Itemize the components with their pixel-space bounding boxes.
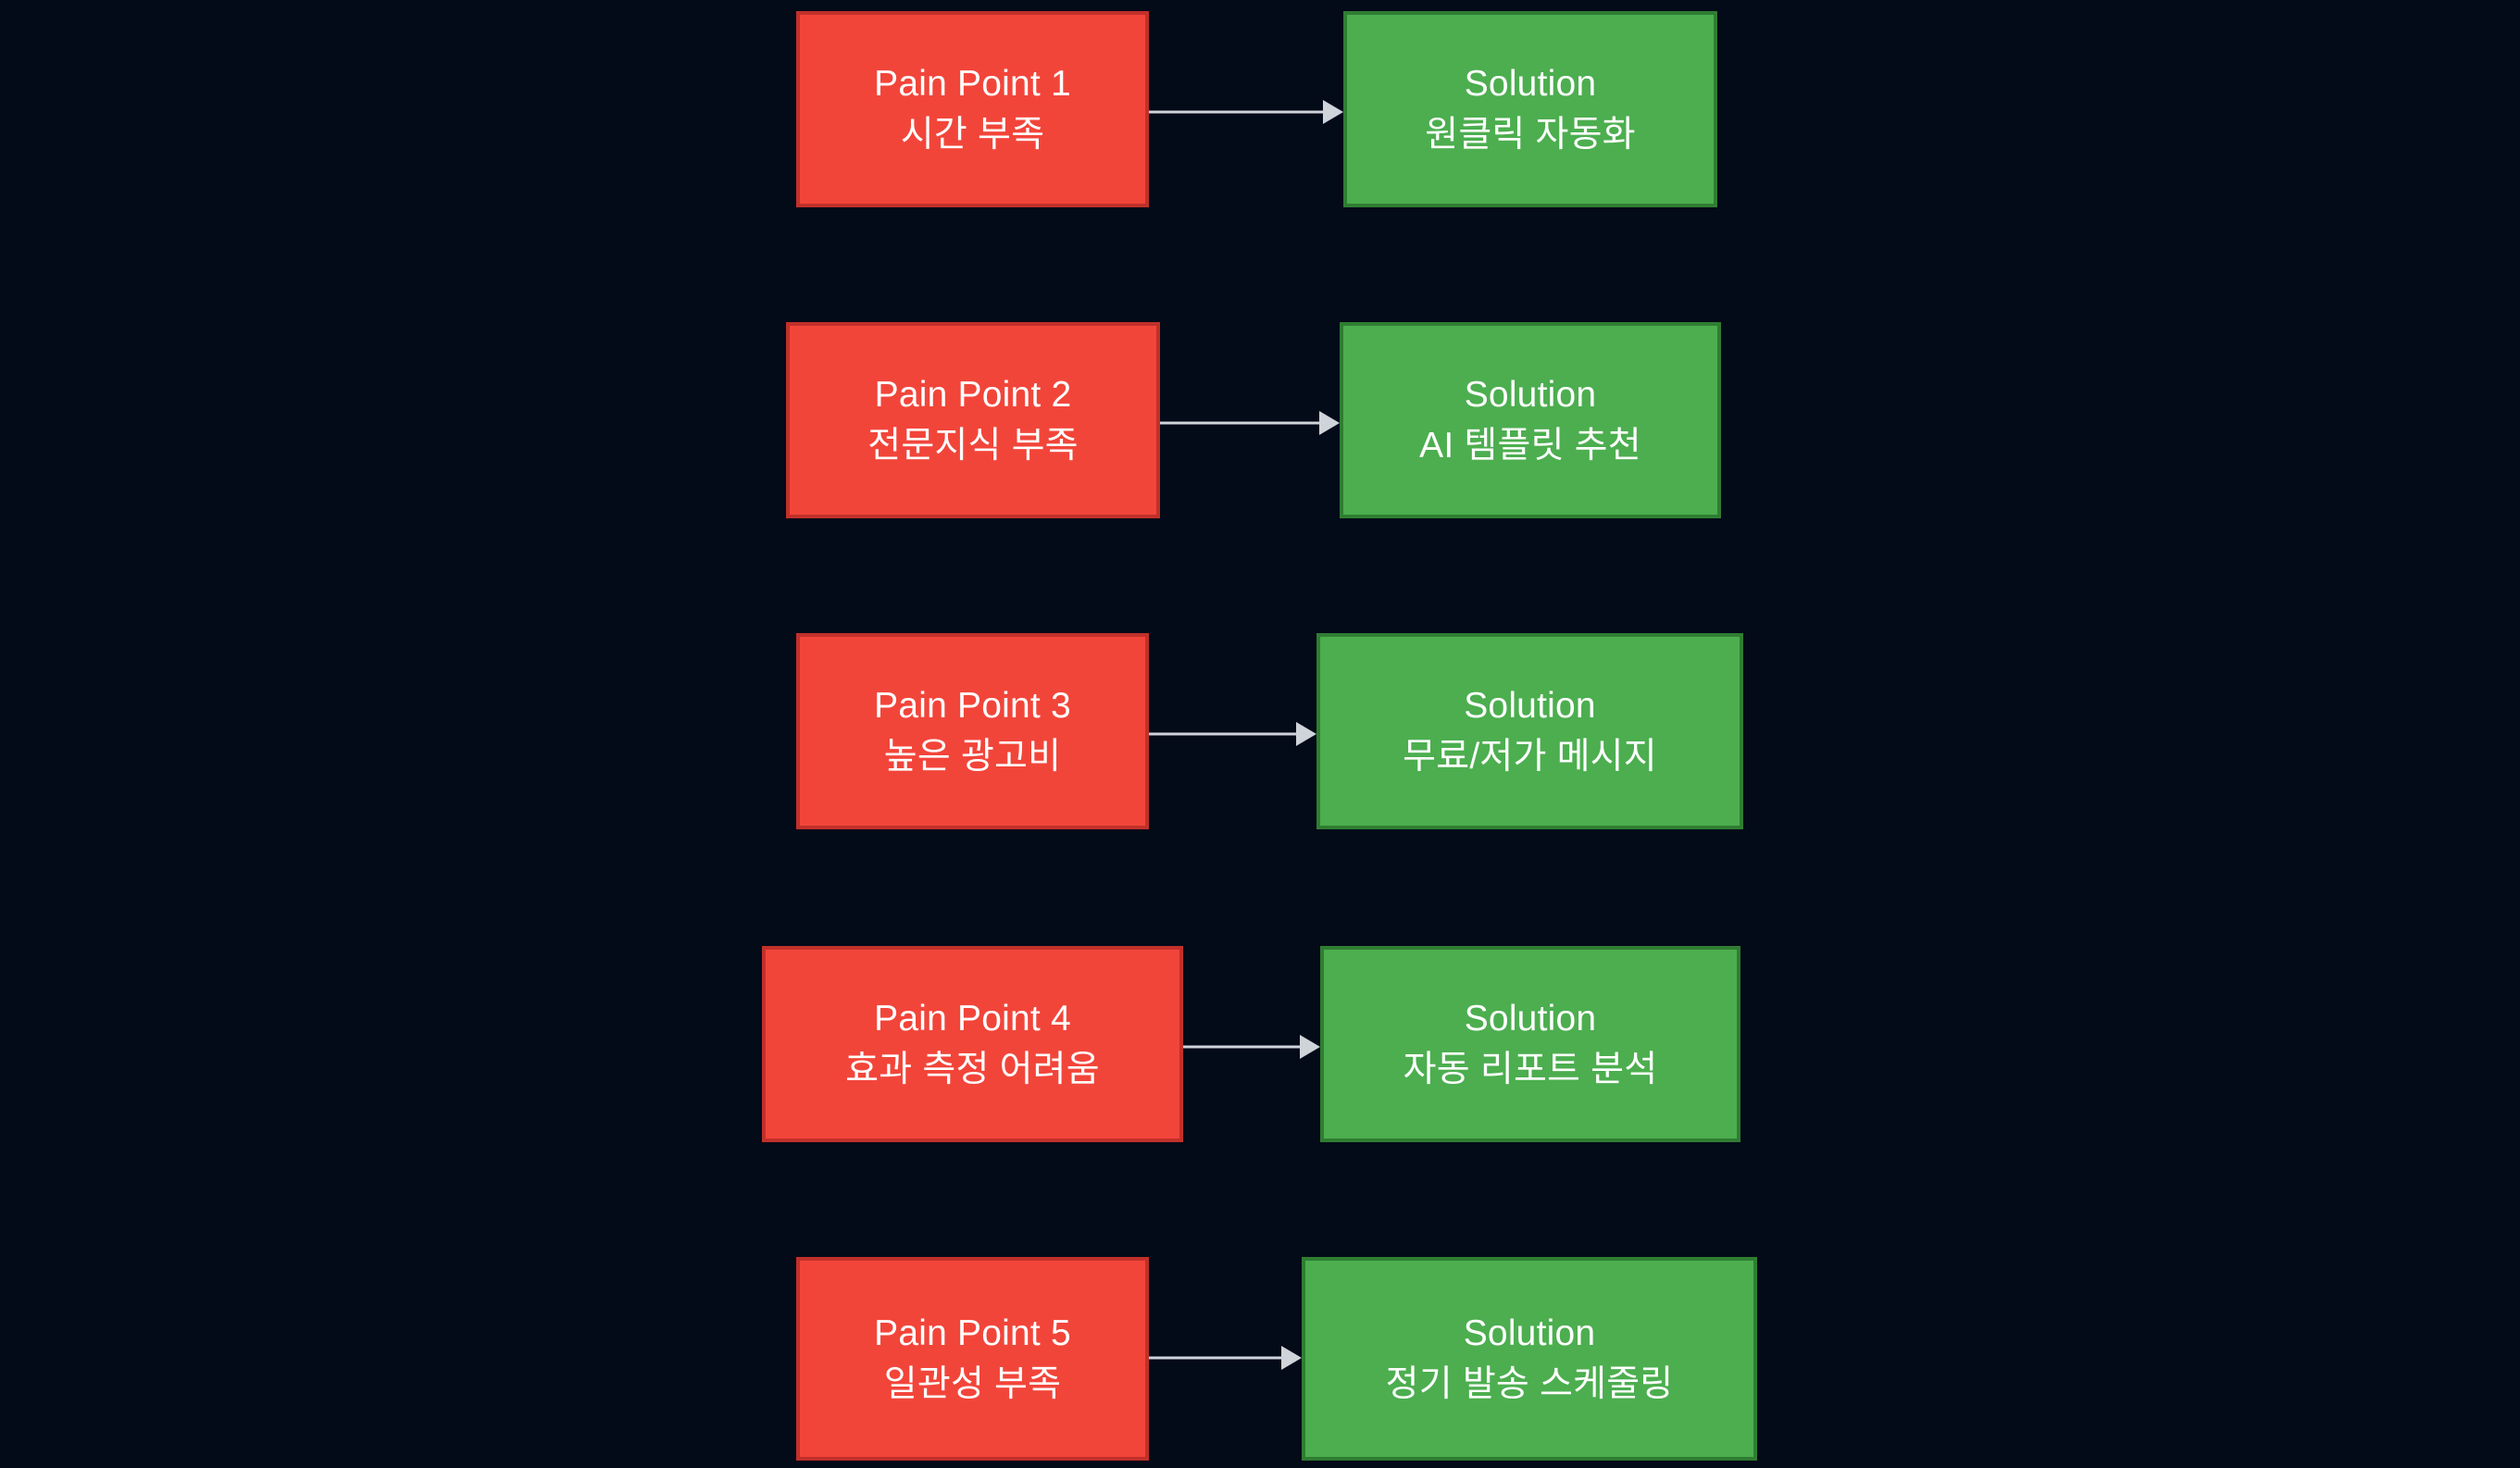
pain-point-title-4: Pain Point 4 [874,998,1071,1039]
arrow-shaft-1 [1149,110,1323,114]
arrow-shaft-4 [1183,1045,1300,1049]
pain-point-detail-4: 효과 측정 어려움 [845,1050,1100,1089]
arrow-head-2 [1319,411,1340,435]
flow-arrow-2 [1160,411,1340,435]
flow-arrow-5 [1149,1346,1302,1370]
arrow-shaft-3 [1149,732,1296,736]
solution-node-3[interactable]: Solution 무료/저가 메시지 [1316,633,1743,829]
solution-node-5[interactable]: Solution 정기 발송 스케줄링 [1302,1257,1757,1461]
solution-detail-3: 무료/저가 메시지 [1403,737,1657,777]
arrow-head-5 [1281,1346,1302,1370]
pain-point-title-3: Pain Point 3 [874,685,1071,726]
solution-title-1: Solution [1464,63,1597,104]
solution-detail-2: AI 템플릿 추천 [1419,426,1641,466]
pain-point-node-5[interactable]: Pain Point 5 일관성 부족 [796,1257,1149,1461]
arrow-shaft-5 [1149,1356,1281,1360]
arrow-head-1 [1323,100,1343,124]
pain-point-detail-2: 전문지식 부족 [867,426,1079,466]
pain-point-node-1[interactable]: Pain Point 1 시간 부족 [796,11,1149,207]
solution-node-1[interactable]: Solution 원클릭 자동화 [1343,11,1717,207]
solution-title-2: Solution [1464,374,1597,415]
solution-title-5: Solution [1463,1312,1596,1353]
pain-point-node-2[interactable]: Pain Point 2 전문지식 부족 [786,322,1160,518]
solution-detail-5: 정기 발송 스케줄링 [1385,1364,1674,1404]
flow-arrow-3 [1149,722,1316,746]
pain-point-detail-1: 시간 부족 [900,115,1045,155]
arrow-shaft-2 [1160,421,1319,425]
pain-point-detail-3: 높은 광고비 [883,737,1062,777]
arrow-head-3 [1296,722,1316,746]
pain-point-title-1: Pain Point 1 [874,63,1071,104]
flow-arrow-1 [1149,100,1343,124]
pain-point-detail-5: 일관성 부족 [883,1364,1062,1404]
solution-node-2[interactable]: Solution AI 템플릿 추천 [1340,322,1721,518]
pain-point-node-3[interactable]: Pain Point 3 높은 광고비 [796,633,1149,829]
solution-title-4: Solution [1464,998,1597,1039]
arrow-head-4 [1300,1035,1320,1059]
solution-detail-4: 자동 리포트 분석 [1403,1050,1658,1089]
solution-title-3: Solution [1464,685,1596,726]
solution-detail-1: 원클릭 자동화 [1425,115,1636,155]
pain-point-title-2: Pain Point 2 [874,374,1072,415]
pain-point-node-4[interactable]: Pain Point 4 효과 측정 어려움 [762,946,1183,1142]
flow-arrow-4 [1183,1035,1320,1059]
pain-point-title-5: Pain Point 5 [874,1312,1071,1353]
solution-node-4[interactable]: Solution 자동 리포트 분석 [1320,946,1740,1142]
